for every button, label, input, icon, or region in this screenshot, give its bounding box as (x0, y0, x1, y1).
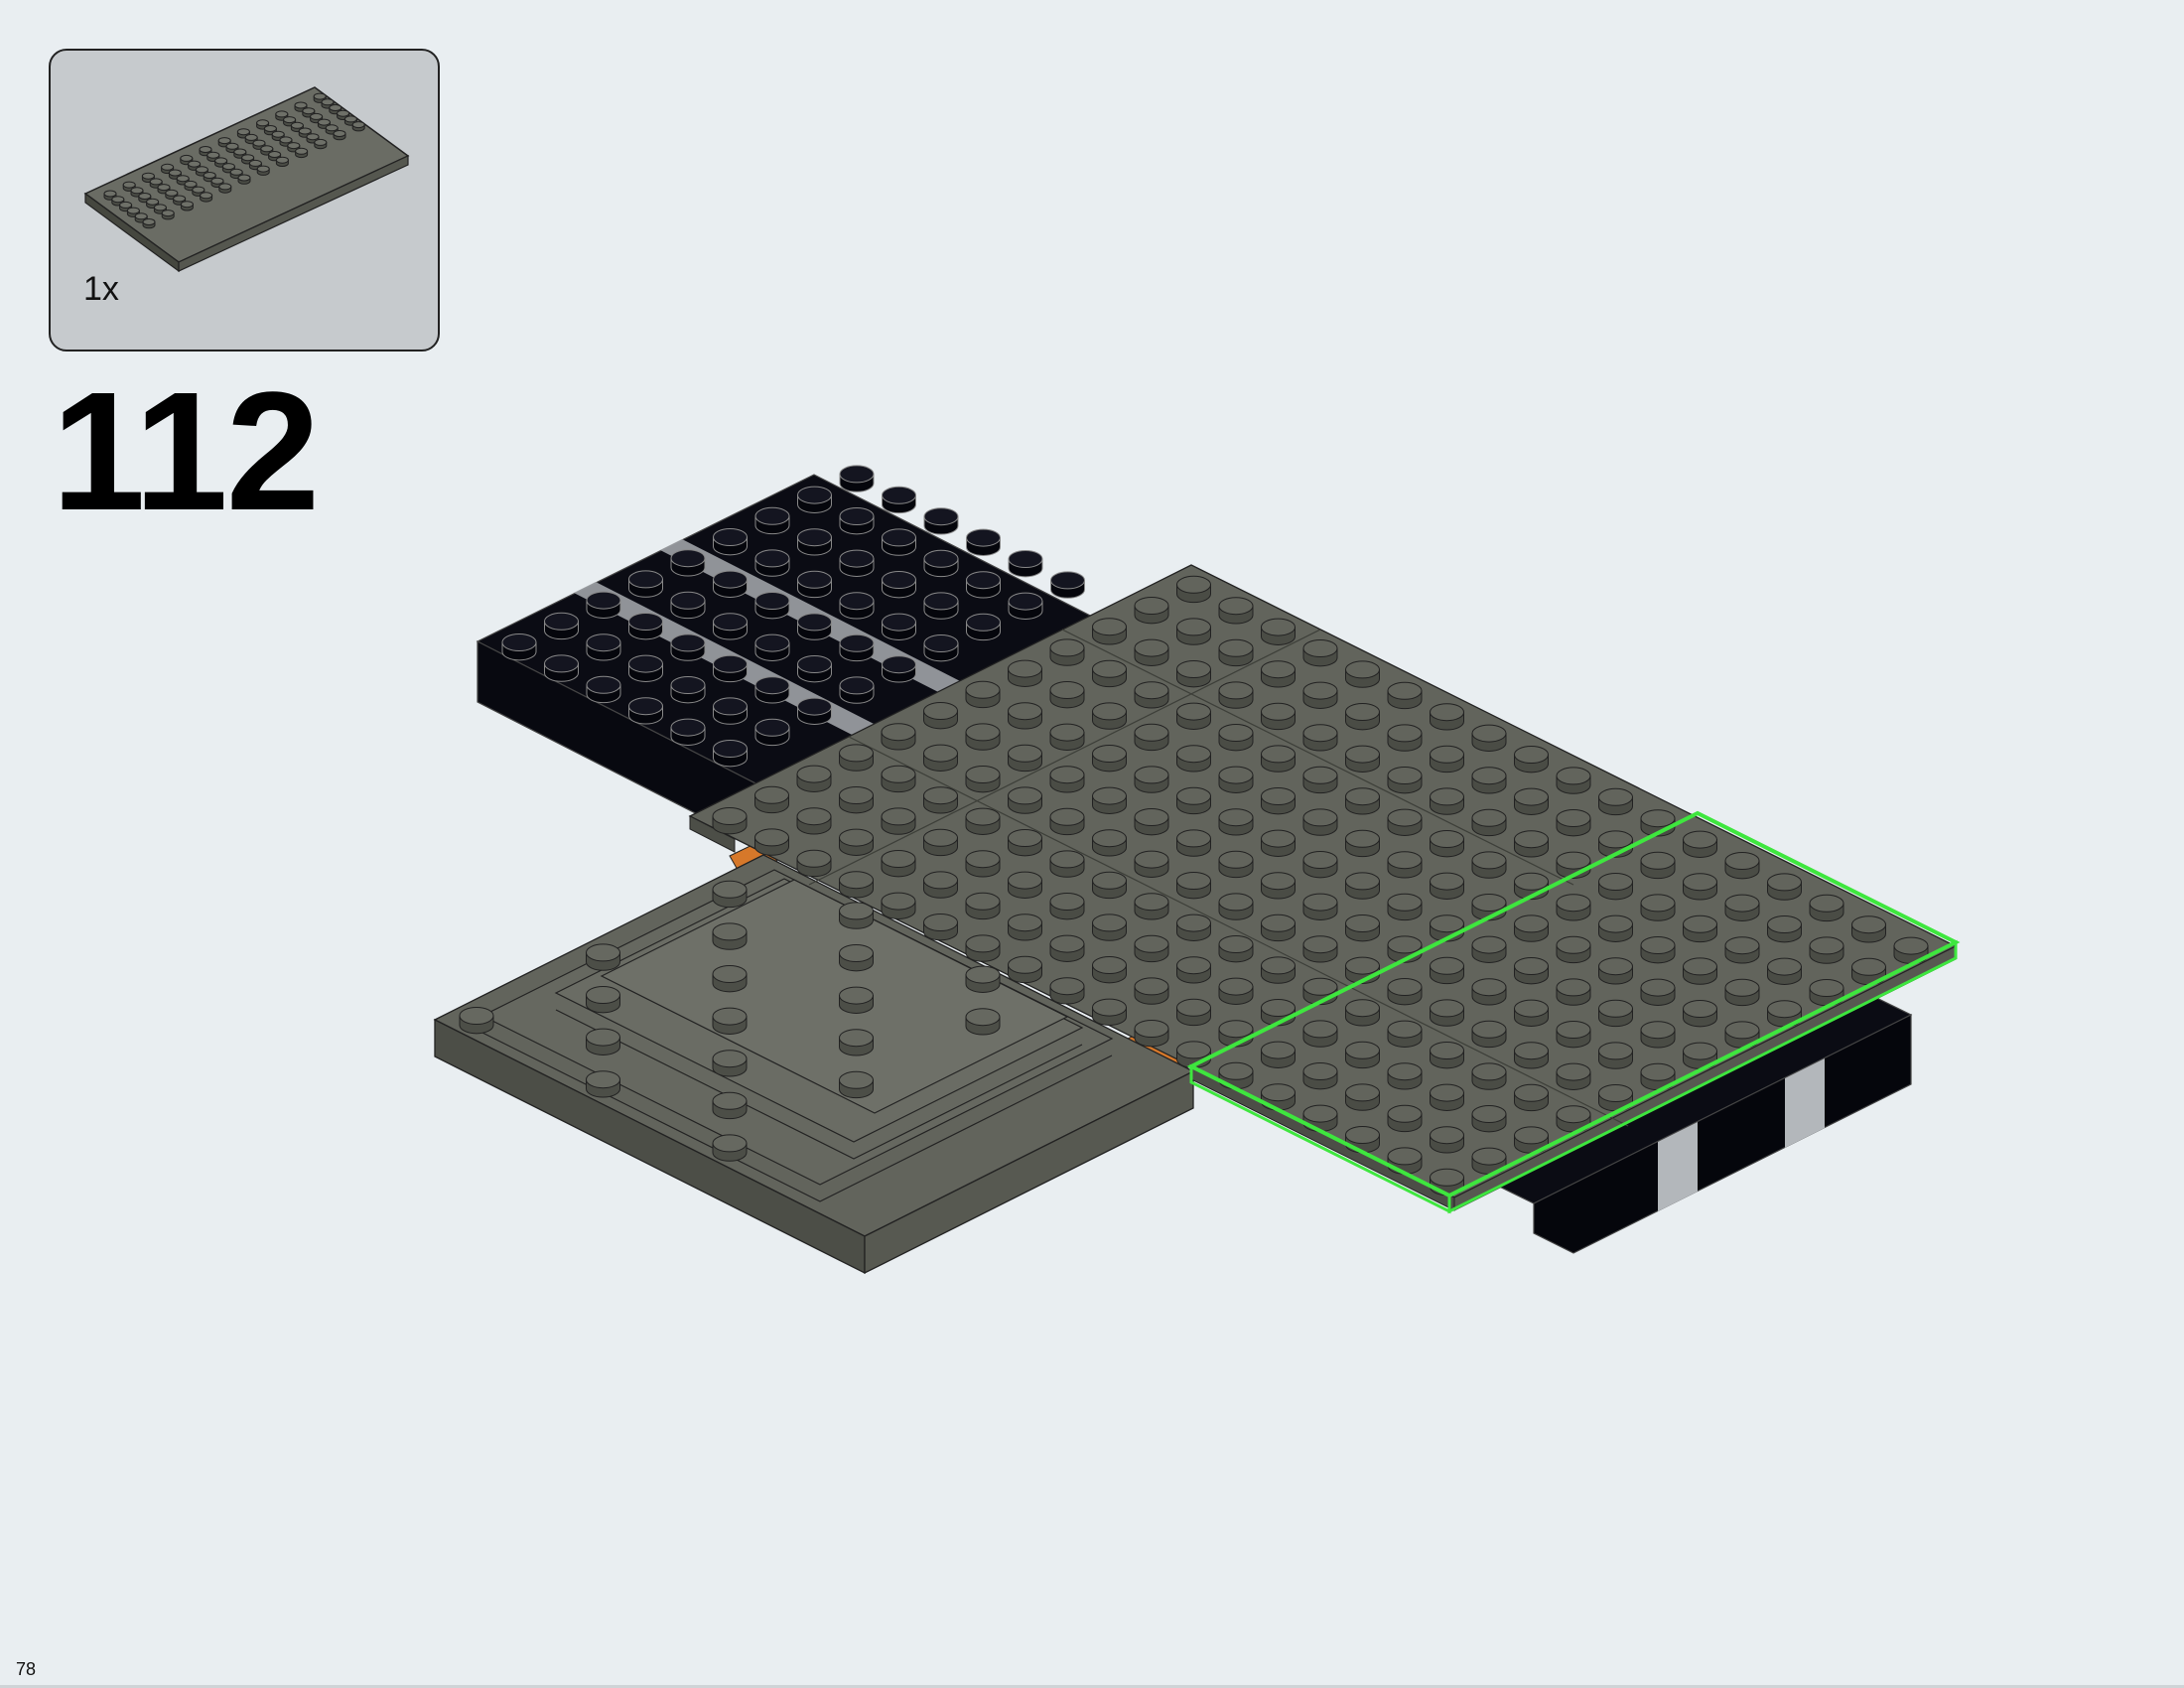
black-brick-row-right (1467, 982, 1913, 1254)
page-number: 78 (16, 1659, 37, 1679)
parts-callout: 1x (49, 49, 440, 352)
page-divider (0, 1685, 2184, 1688)
part-quantity: 1x (83, 270, 119, 308)
new-plate-highlight (1186, 810, 1961, 1214)
step-number: 112 (52, 357, 320, 546)
black-brick-assembly (476, 465, 1104, 850)
dark-gray-stepped-base (433, 854, 1195, 1275)
dark-gray-plate-6x12-icon (83, 86, 410, 273)
dark-gray-plate-assembly (688, 564, 1958, 1211)
